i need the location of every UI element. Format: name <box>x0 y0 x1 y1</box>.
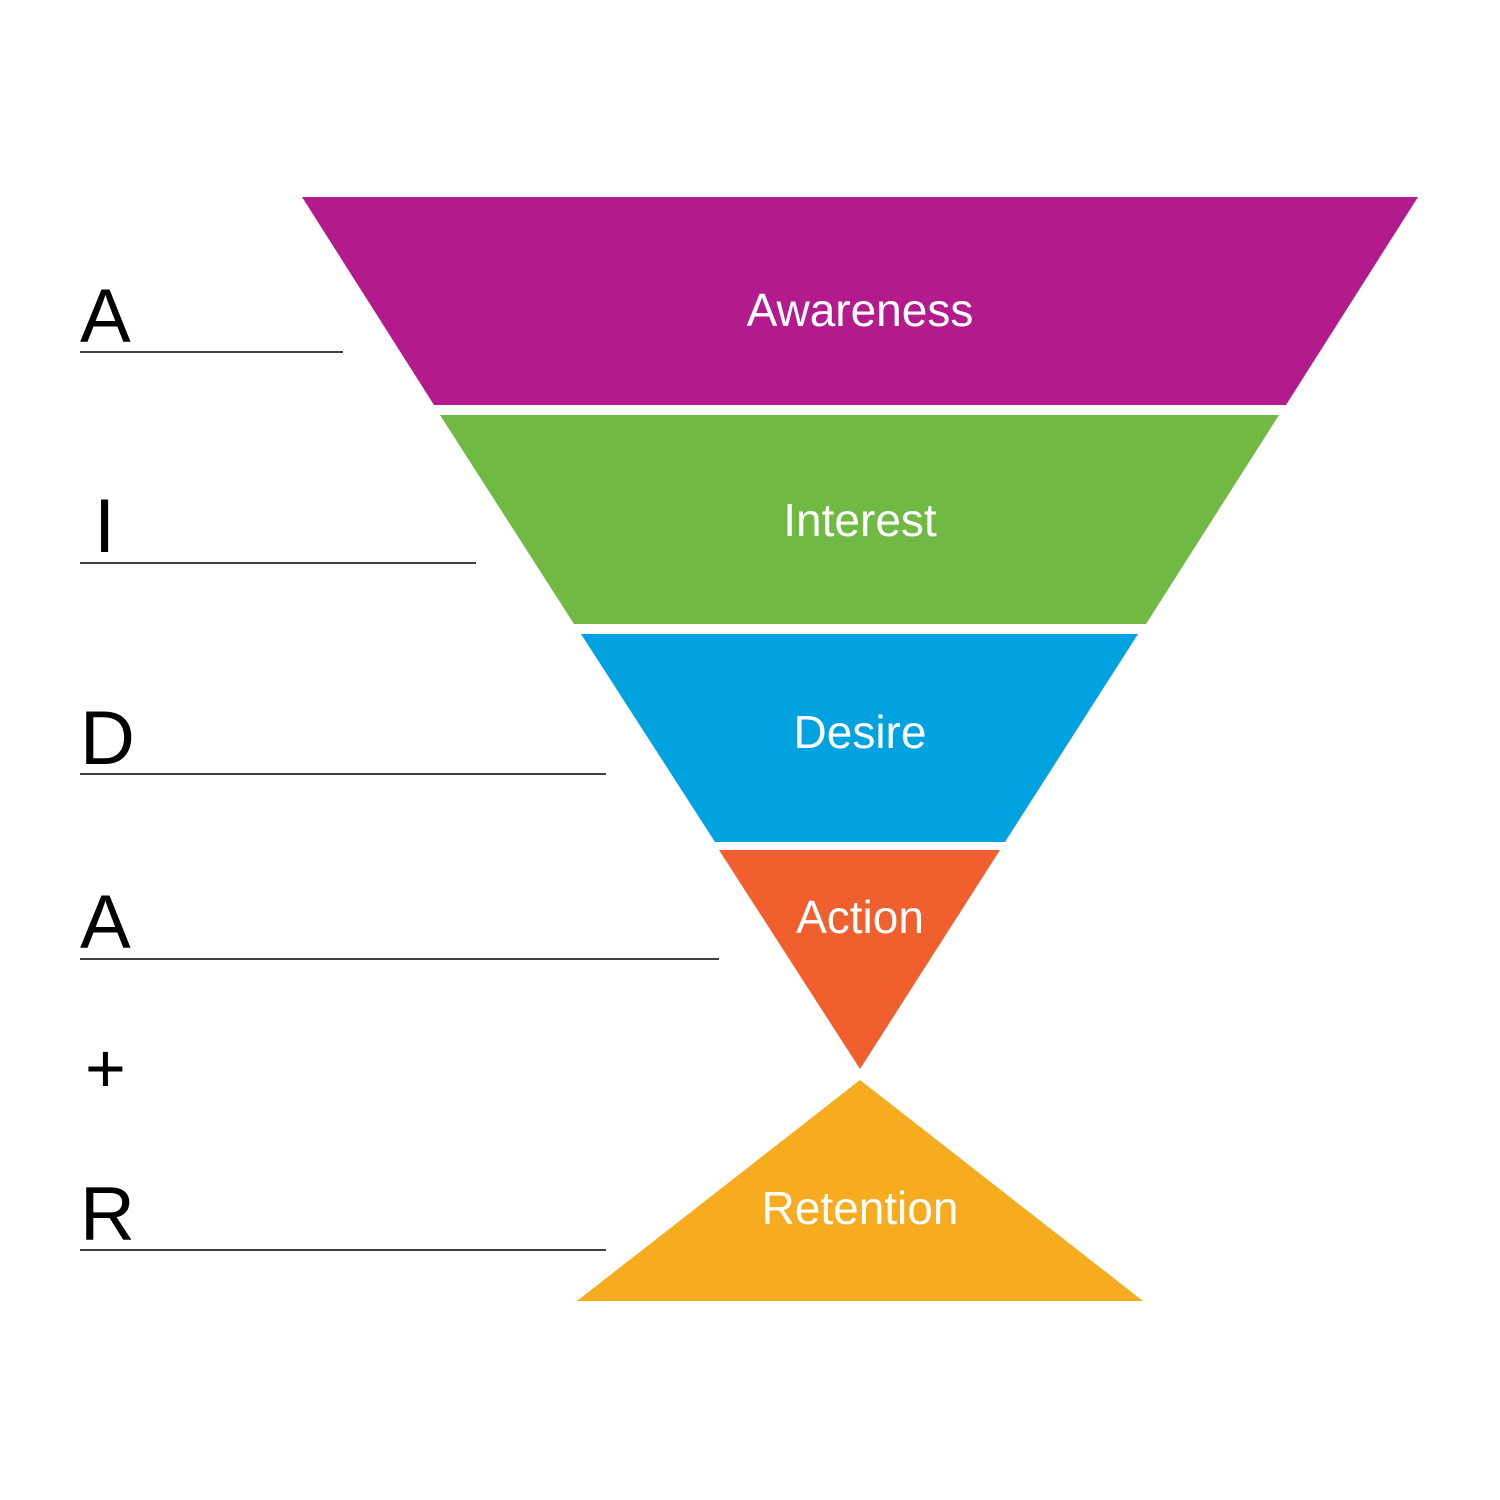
funnel-segment-desire <box>581 634 1138 842</box>
letter-column: A I D A + R <box>80 274 719 1257</box>
letter-desire: D <box>80 696 135 781</box>
stage-label-action: Action <box>796 891 924 943</box>
letter-retention: R <box>80 1172 135 1257</box>
letter-awareness: A <box>80 274 131 359</box>
retention-triangle <box>577 1080 1143 1301</box>
funnel-segment-action <box>719 850 1000 1069</box>
stage-label-desire: Desire <box>794 706 927 758</box>
stage-label-interest: Interest <box>783 494 937 546</box>
letter-interest: I <box>94 484 115 569</box>
funnel: Awareness Interest Desire Action Retenti… <box>302 197 1418 1301</box>
plus-sign: + <box>85 1029 126 1107</box>
funnel-segment-awareness <box>302 197 1418 405</box>
funnel-segment-interest <box>440 415 1279 624</box>
letter-action: A <box>80 880 131 965</box>
stage-label-awareness: Awareness <box>747 284 974 336</box>
stage-label-retention: Retention <box>762 1182 959 1234</box>
